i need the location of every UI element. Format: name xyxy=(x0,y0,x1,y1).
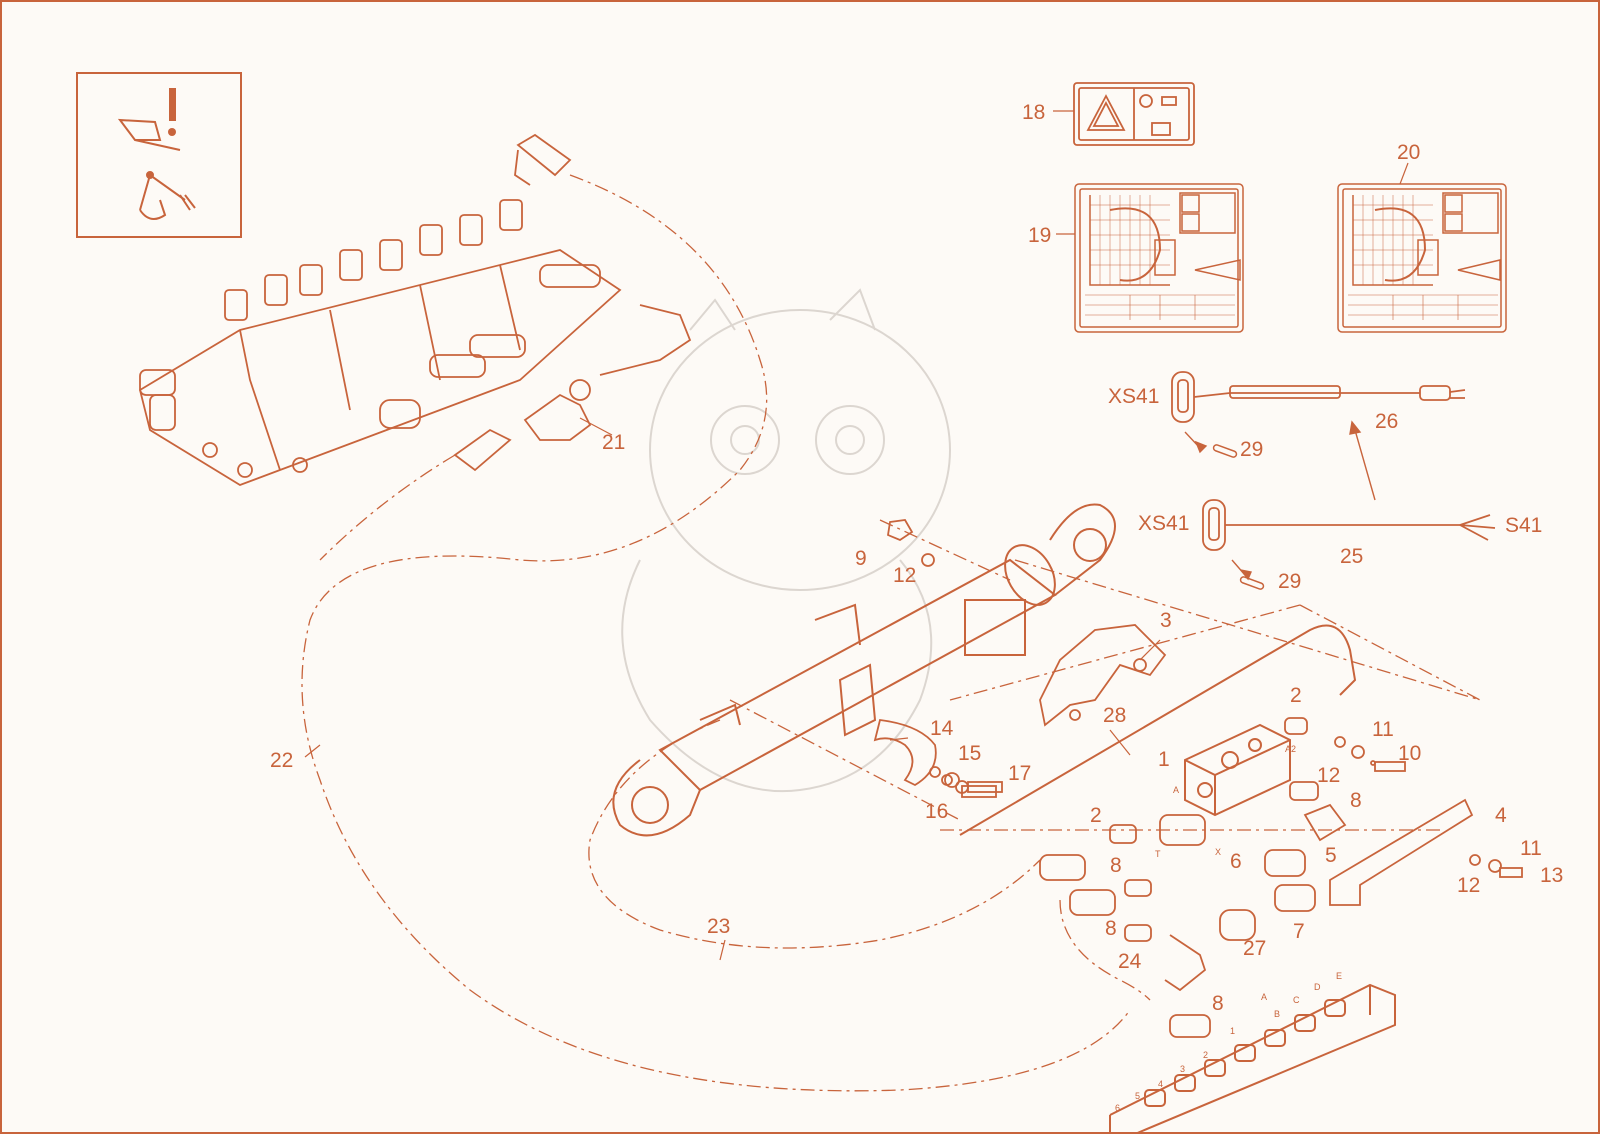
leader-arrows xyxy=(1184,420,1376,581)
callout-4: 4 xyxy=(1495,804,1507,827)
callout-12: 12 xyxy=(1457,874,1480,897)
callout-leaders xyxy=(304,110,1409,961)
callout-3: 3 xyxy=(1160,609,1172,632)
manifold-port-d: D xyxy=(1314,982,1321,992)
callout-5: 5 xyxy=(1325,844,1337,867)
elbow-fitting xyxy=(514,133,572,186)
lift-cylinder xyxy=(612,503,1116,837)
tube-28 xyxy=(959,624,1357,836)
decal-19 xyxy=(1074,183,1244,333)
callout-6: 6 xyxy=(1230,850,1242,873)
decal-18 xyxy=(1073,82,1195,146)
lifting-capacity-decal-icon xyxy=(1348,192,1501,320)
fitting-21 xyxy=(453,379,592,472)
boom-lift-icon xyxy=(139,171,196,220)
callout-12: 12 xyxy=(1317,764,1340,787)
callout-1: 1 xyxy=(1158,748,1170,771)
callout-8: 8 xyxy=(1212,992,1224,1015)
control-valve-bank xyxy=(138,133,692,486)
callout-labels: 1 2 2 3 4 5 6 7 8 8 8 8 9 10 11 11 12 12… xyxy=(270,101,1563,1015)
port-labels: A A2 T X A B C D E 1 2 3 4 5 6 xyxy=(1115,744,1342,1113)
port-label-a: A xyxy=(1173,785,1179,795)
decal-20 xyxy=(1337,183,1507,333)
callout-7: 7 xyxy=(1293,920,1305,943)
callout-10: 10 xyxy=(1398,742,1421,765)
safety-panel xyxy=(76,72,242,238)
connector-label-xs41: XS41 xyxy=(1108,385,1159,408)
callout-14: 14 xyxy=(930,717,954,740)
manifold-port-2: 2 xyxy=(1203,1050,1208,1060)
pins-29 xyxy=(1212,444,1265,590)
clamp-14 xyxy=(873,719,937,787)
connector-label-xs41: XS41 xyxy=(1138,512,1189,535)
lifting-capacity-decal-icon xyxy=(1085,192,1241,320)
callout-2: 2 xyxy=(1090,804,1102,827)
port-label-x: X xyxy=(1215,847,1221,857)
callout-25: 25 xyxy=(1340,545,1363,568)
hydraulic-lines xyxy=(301,174,1481,1092)
manifold-port-b: B xyxy=(1274,1009,1280,1019)
callout-15: 15 xyxy=(958,742,981,765)
callout-29: 29 xyxy=(1240,438,1263,461)
manifold-port-6: 6 xyxy=(1115,1103,1120,1113)
callout-29: 29 xyxy=(1278,570,1301,593)
sensor-label-s41: S41 xyxy=(1505,514,1542,537)
hose-23 xyxy=(319,454,1041,949)
callout-24: 24 xyxy=(1118,950,1142,973)
manifold-port-c: C xyxy=(1293,995,1300,1005)
callout-9: 9 xyxy=(855,547,867,570)
bracket-4 xyxy=(1329,798,1474,906)
manifold-port-4: 4 xyxy=(1158,1079,1163,1089)
valve-fittings xyxy=(139,199,601,478)
callout-26: 26 xyxy=(1375,410,1398,433)
callout-23: 23 xyxy=(707,915,730,938)
port-label-a2: A2 xyxy=(1285,744,1296,754)
harness-25 xyxy=(1202,499,1496,551)
callout-8: 8 xyxy=(1110,854,1122,877)
manifold-port-3: 3 xyxy=(1180,1064,1185,1074)
manifold-block xyxy=(1109,983,1396,1134)
callout-2: 2 xyxy=(1290,684,1302,707)
callout-22: 22 xyxy=(270,749,293,772)
callout-21: 21 xyxy=(602,431,625,454)
manifold-port-5: 5 xyxy=(1135,1091,1140,1101)
callout-20: 20 xyxy=(1397,141,1420,164)
hose-22 xyxy=(301,174,1131,1092)
valve-block-1 xyxy=(1184,723,1291,817)
callout-18: 18 xyxy=(1022,101,1045,124)
callout-8: 8 xyxy=(1350,789,1362,812)
bucket-warning-icon xyxy=(117,88,181,151)
watermark-mascot-icon xyxy=(621,288,951,793)
port-label-t: T xyxy=(1155,849,1161,859)
callout-28: 28 xyxy=(1103,704,1126,727)
manifold-port-e: E xyxy=(1336,971,1342,981)
harness-26 xyxy=(1171,371,1466,423)
fasteners-15-16-17 xyxy=(929,766,997,798)
callout-11: 11 xyxy=(1520,837,1542,860)
manifold-port-a: A xyxy=(1261,992,1267,1002)
callout-8: 8 xyxy=(1105,917,1117,940)
callout-17: 17 xyxy=(1008,762,1031,785)
callout-11: 11 xyxy=(1372,718,1394,741)
warning-decal-icon xyxy=(1086,94,1126,131)
callout-13: 13 xyxy=(1540,864,1563,887)
callout-12: 12 xyxy=(893,564,916,587)
small-fittings xyxy=(887,519,1523,1038)
callout-27: 27 xyxy=(1243,937,1266,960)
lead-lines xyxy=(729,519,1481,831)
callout-16: 16 xyxy=(925,800,948,823)
callout-19: 19 xyxy=(1028,224,1051,247)
manifold-port-1: 1 xyxy=(1230,1026,1235,1036)
